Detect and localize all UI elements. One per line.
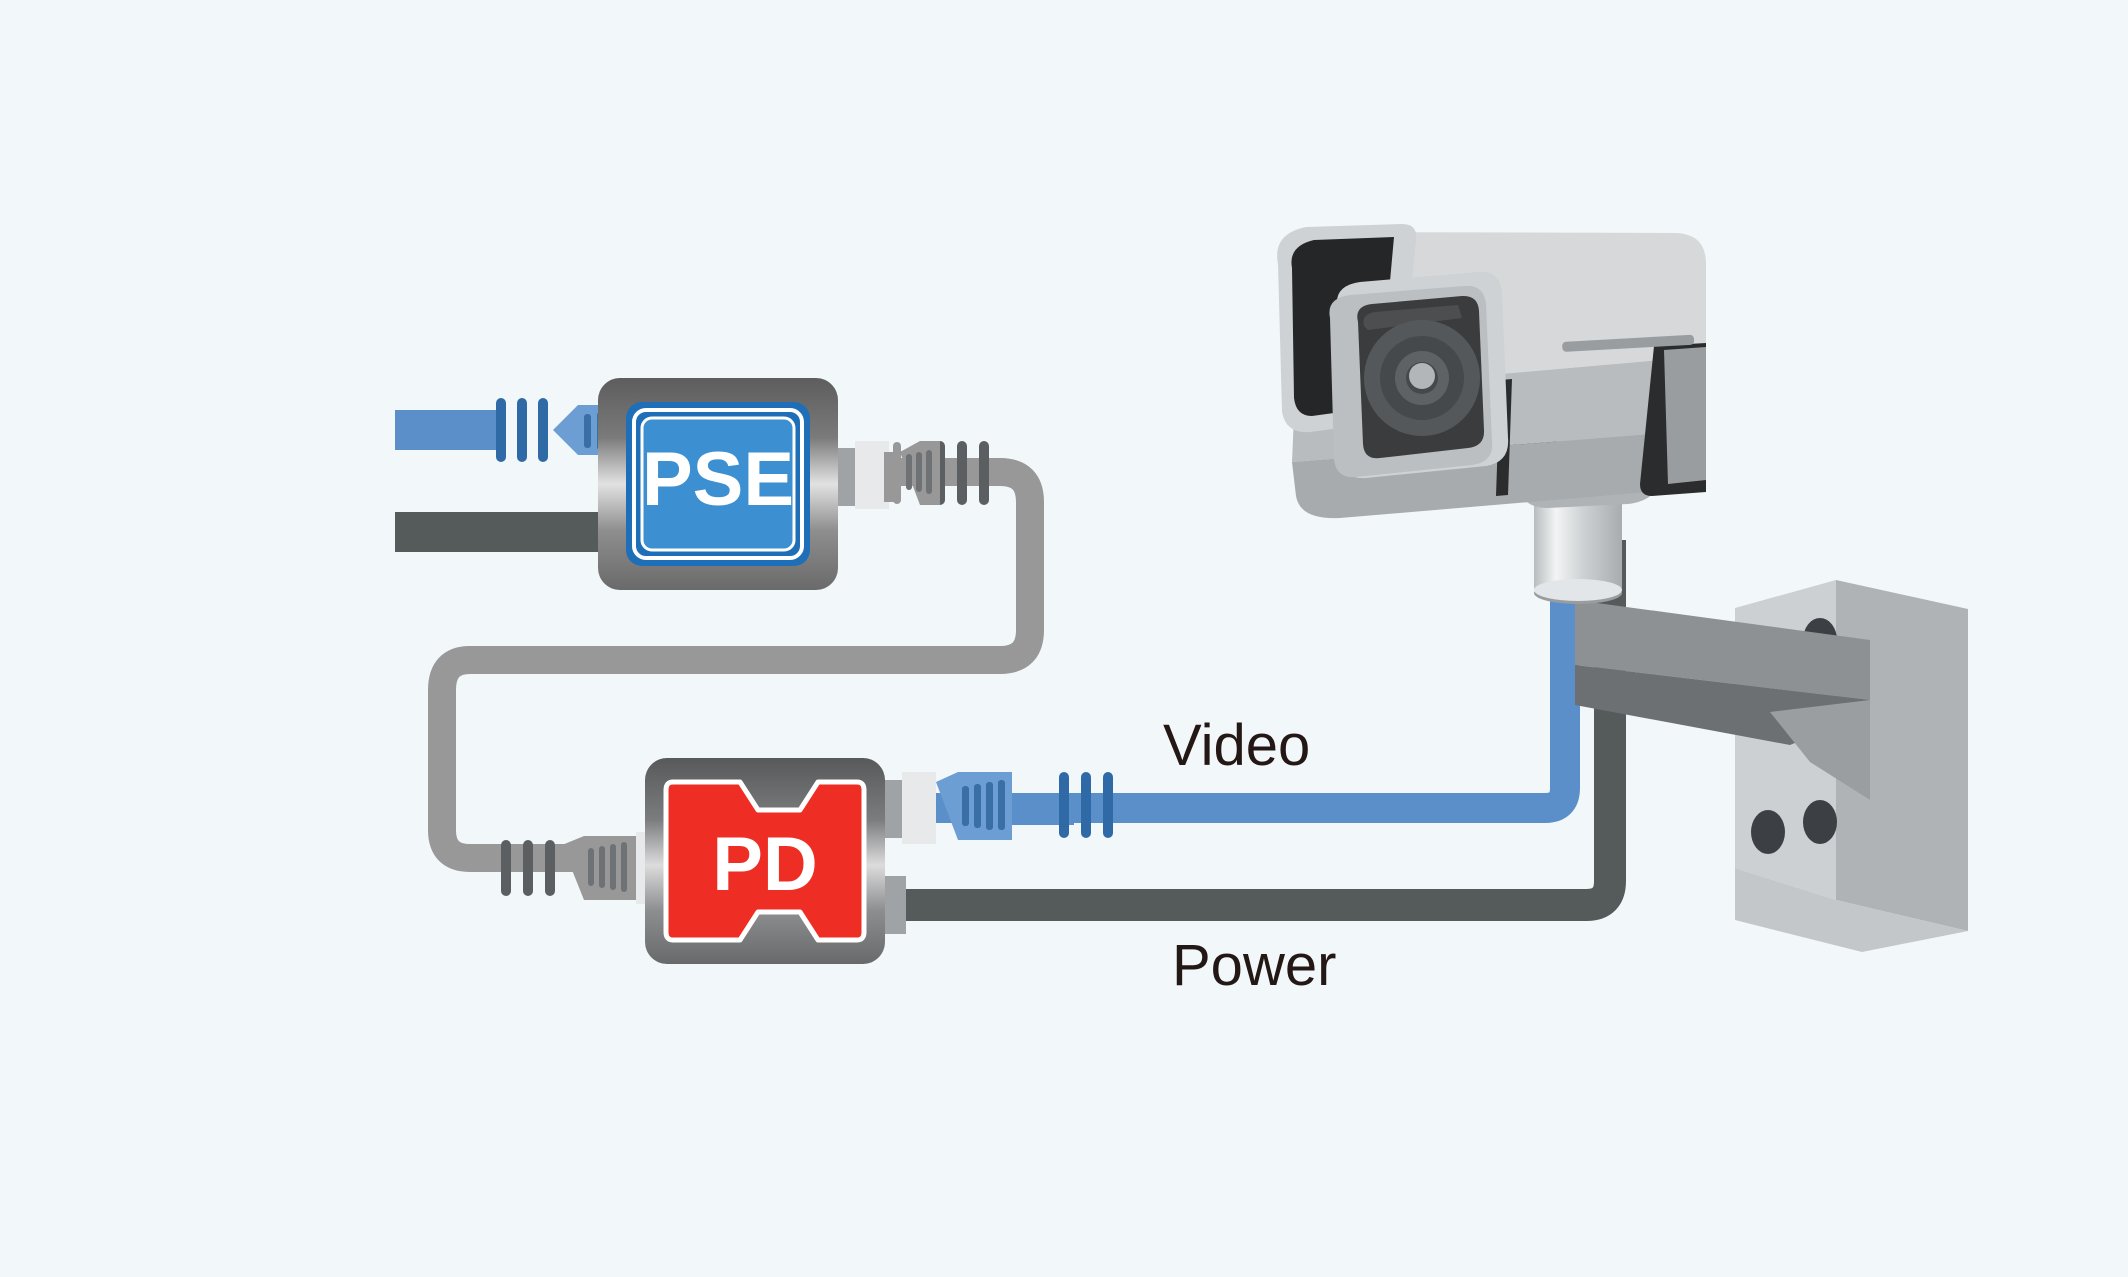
pse-panel-inner — [642, 418, 794, 550]
pd-video-output-connector — [878, 772, 1113, 844]
lens-highlight — [1409, 363, 1435, 389]
cable-video-run — [905, 560, 1580, 823]
cable-poe-link — [428, 458, 1044, 872]
pse-device[interactable]: PSE — [395, 378, 989, 590]
camera-lens-assembly — [1329, 271, 1509, 479]
power-cable-label: Power — [1172, 933, 1336, 998]
pd-label: PD — [712, 822, 818, 907]
video-cable-label: Video — [1163, 713, 1310, 778]
wall-bracket — [1575, 580, 1968, 952]
camera-assembly — [1277, 224, 1968, 952]
pse-panel-hairline — [632, 408, 804, 560]
cable-power-run — [905, 540, 1626, 921]
pd-panel — [663, 779, 867, 943]
pse-label: PSE — [642, 437, 794, 522]
pd-device[interactable]: PD — [501, 758, 1113, 964]
